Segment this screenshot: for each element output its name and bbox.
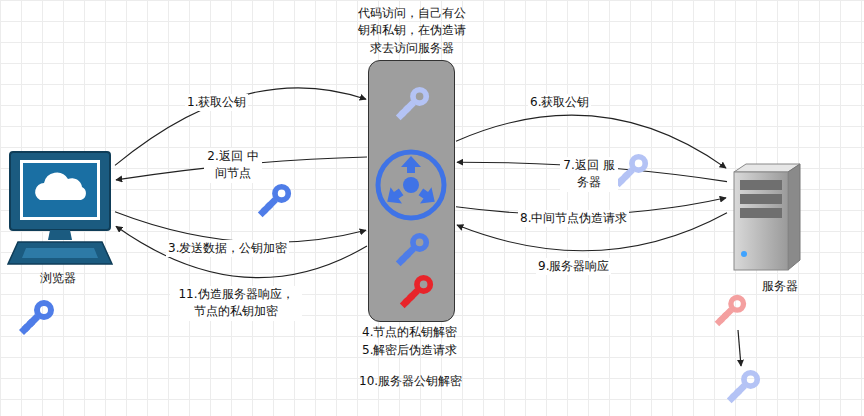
node-icons (369, 61, 456, 323)
edge-label: 11.伪造服务器响应， 节点的私钥加密 (170, 286, 302, 321)
key-icon (258, 184, 291, 217)
step-note: 5.解密后伪造请求 (360, 342, 459, 359)
edge-label: 9.服务器响应 (536, 258, 611, 275)
step-note: 10.服务器公钥解密 (357, 373, 464, 390)
browser-node: 浏览器 (6, 148, 114, 293)
connector (116, 226, 367, 277)
key-icon (615, 154, 648, 187)
edge-label: 6.获取公钥 (528, 94, 591, 111)
key-icon (727, 370, 760, 403)
node-label: 服务器 (762, 278, 798, 295)
key-arrow (738, 330, 741, 366)
edge-label: 7.返回 服务器 (560, 157, 618, 192)
connector (115, 212, 366, 243)
node-label: 浏览器 (40, 270, 76, 287)
node-heading: 代码访问，自己有公钥和私钥，在伪造请求去访问服务器 (353, 5, 471, 57)
edge-label: 8.中间节点伪造请求 (518, 210, 629, 227)
edge-label: 3.发送数据，公钥加密 (166, 240, 289, 257)
server-node: 服务器 (728, 160, 812, 295)
edge-label: 1.获取公钥 (185, 94, 248, 111)
step-note: 4.节点的私钥解密 (360, 324, 459, 341)
key-icon (715, 295, 747, 327)
edge-label: 2.返回 中间节点 (204, 148, 262, 183)
key-icon (19, 300, 54, 335)
server-icon (728, 160, 812, 295)
proxy-node: 代码访问，自己有公钥和私钥，在伪造请求去访问服务器 (368, 60, 455, 322)
